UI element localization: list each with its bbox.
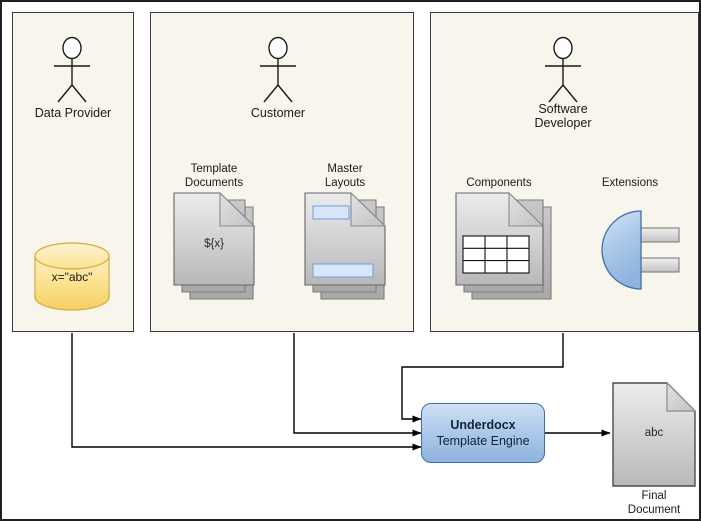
stick-figure-customer — [260, 36, 296, 103]
label-final-document: Final Document — [627, 490, 681, 516]
template-documents-icon — [173, 191, 256, 300]
label-template-documents: Template Documents — [184, 163, 244, 189]
label-extensions: Extensions — [601, 177, 659, 189]
label-data-provider: Data Provider — [34, 106, 112, 120]
database-value-text: x="abc" — [51, 270, 93, 284]
connector-software-developer-to-engine — [401, 333, 564, 423]
final-document-content-text: abc — [644, 427, 664, 439]
components-icon — [455, 191, 552, 300]
engine-subtitle: Template Engine — [436, 434, 530, 448]
master-layout-header-band — [312, 205, 350, 220]
template-placeholder-text: ${x} — [204, 238, 224, 250]
stick-figure-software-developer — [545, 36, 581, 103]
engine-title: Underdocx — [450, 418, 516, 432]
connector-data-provider-to-engine — [71, 333, 422, 451]
master-layout-footer-band — [312, 263, 374, 278]
label-customer: Customer — [250, 106, 306, 120]
underdocx-template-engine-box[interactable]: Underdocx Template Engine — [421, 403, 545, 463]
label-components: Components — [466, 177, 532, 189]
stick-figure-data-provider — [54, 36, 90, 103]
database-cylinder-icon — [34, 242, 110, 311]
label-master-layouts: Master Layouts — [324, 163, 366, 189]
master-layouts-icon — [304, 191, 387, 300]
final-document-icon — [612, 381, 697, 487]
components-table-grid — [462, 235, 530, 274]
extensions-plug-icon — [601, 210, 680, 290]
label-software-developer: Software Developer — [534, 102, 592, 130]
connector-customer-to-engine — [293, 333, 422, 437]
